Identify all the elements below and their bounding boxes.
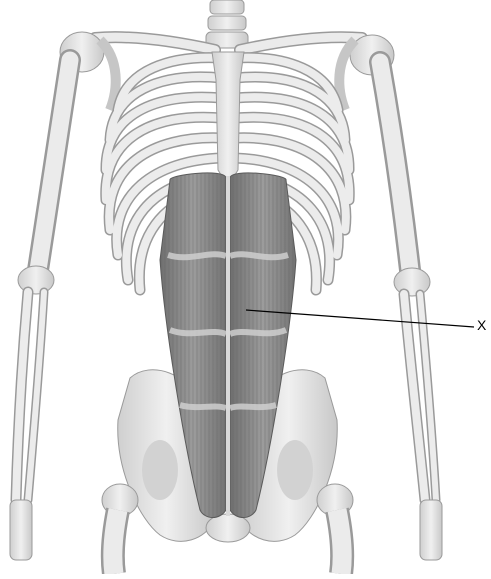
sternum	[212, 52, 244, 186]
left-arm-bones	[10, 60, 70, 560]
cervical-spine	[206, 0, 248, 48]
right-arm-bones	[380, 62, 442, 560]
label-x: X	[477, 318, 486, 332]
